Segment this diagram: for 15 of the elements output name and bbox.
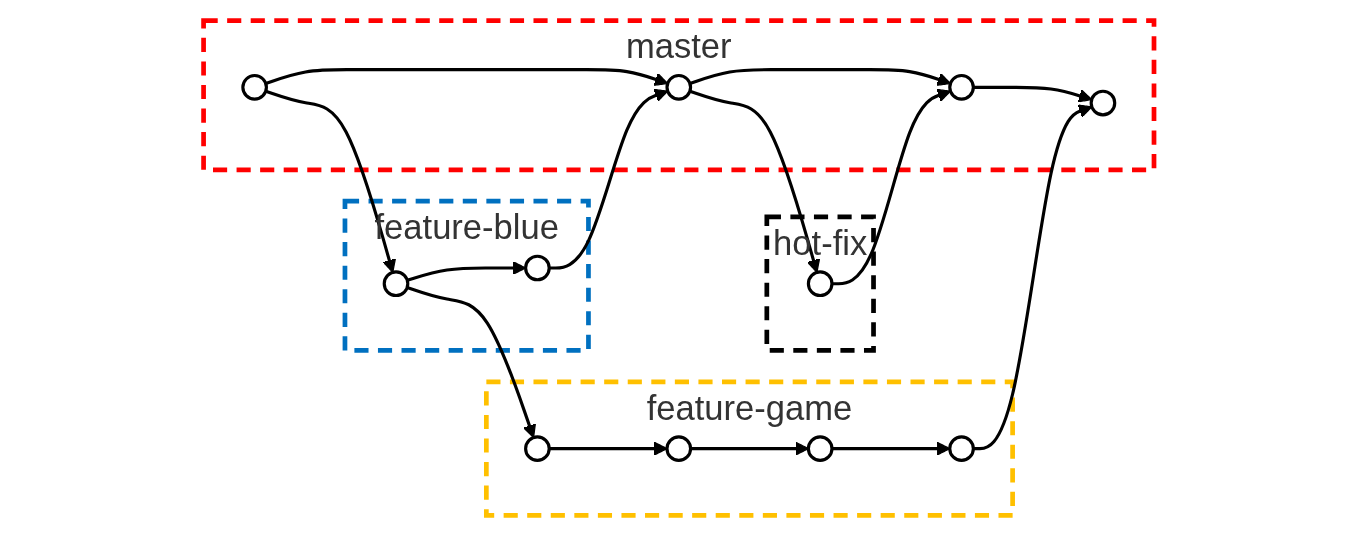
node-circle bbox=[523, 435, 551, 462]
node-circle bbox=[947, 74, 975, 101]
node-circle bbox=[665, 435, 692, 462]
arrow bbox=[973, 85, 1092, 103]
arrow bbox=[689, 89, 820, 273]
node-circle bbox=[806, 435, 834, 462]
arrow bbox=[689, 68, 951, 86]
node-circle bbox=[947, 435, 975, 462]
arrow bbox=[973, 104, 1093, 451]
node-circle bbox=[665, 74, 692, 101]
node-circle bbox=[806, 270, 834, 298]
node-circle bbox=[241, 74, 268, 101]
node-circle bbox=[523, 254, 551, 282]
node-circle bbox=[382, 270, 410, 298]
node-circle bbox=[1089, 89, 1116, 117]
